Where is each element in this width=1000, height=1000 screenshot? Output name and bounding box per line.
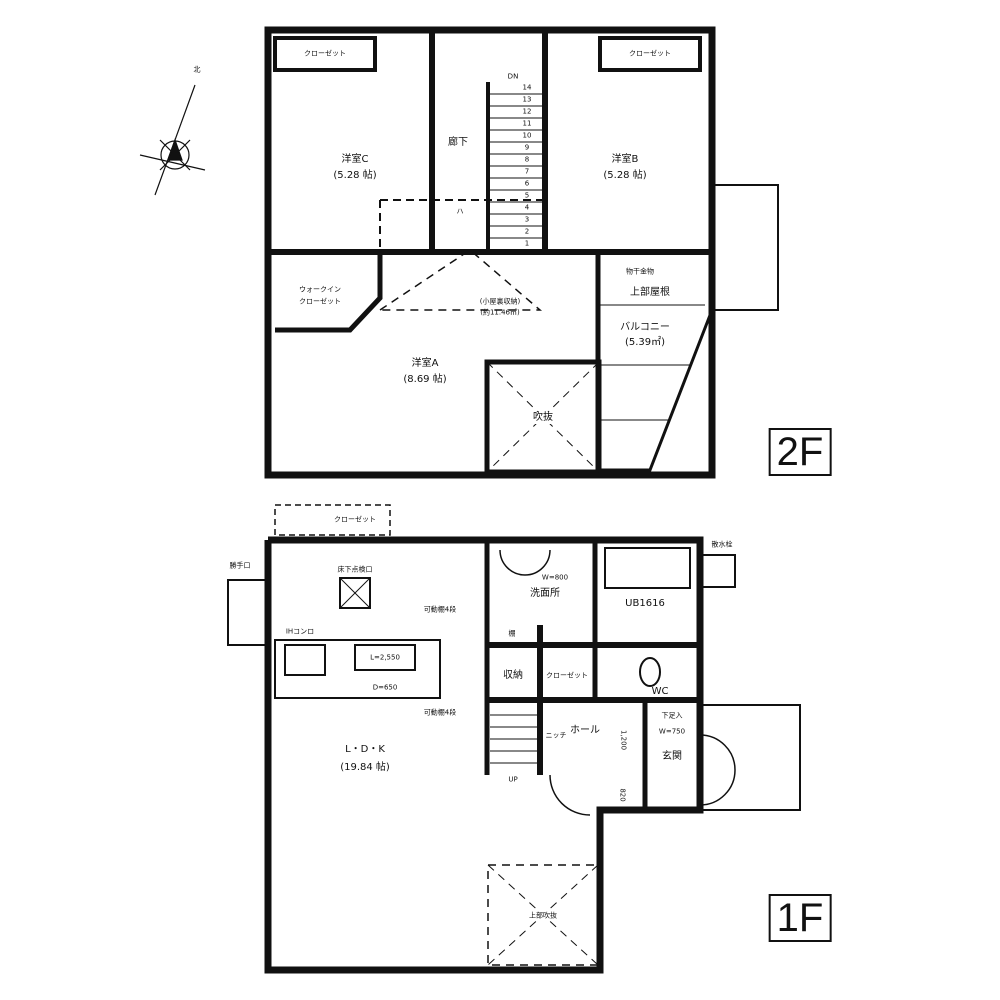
porch-closet-label: クローゼット: [334, 515, 376, 524]
stair-step-number: 8: [524, 155, 530, 164]
balcony-name: バルコニー: [620, 322, 670, 333]
stair-step-number: 10: [522, 131, 532, 140]
washroom-label: 洗面所: [530, 588, 560, 599]
bath-unit-label: UB1616: [625, 598, 665, 609]
underfloor-hatch-label: 床下点検口: [337, 565, 373, 574]
ldk-size: (19.84 帖): [340, 762, 390, 773]
stairs-up-label: UP: [508, 775, 518, 784]
closet-label: クローゼット: [546, 671, 588, 680]
stairs-down-label: DN: [507, 72, 519, 81]
closet-c-label: クローゼット: [304, 49, 346, 58]
ldk-name: L・D・K: [345, 744, 385, 755]
void-label: 吹抜: [533, 412, 553, 424]
floor-2f-label: 2F: [768, 428, 832, 476]
counter-depth-label: D=650: [372, 683, 398, 692]
drying-hardware-label: 物干金物: [626, 267, 654, 276]
passage-width-label: 820: [618, 788, 627, 802]
room-c-size: (5.28 帖): [333, 170, 377, 181]
hallway-label: 廊下: [448, 137, 468, 148]
stair-step-number: 3: [524, 215, 530, 224]
hall-niche-label: ニッチ: [545, 731, 567, 740]
floor2-walls: [264, 26, 779, 479]
floor2-stair-treads: [490, 93, 543, 239]
washroom-width-label: W=800: [541, 573, 569, 582]
storage-label: 収納: [503, 670, 523, 681]
room-a-name: 洋室A: [411, 358, 439, 369]
stair-step-number: 11: [522, 119, 532, 128]
north-label: 北: [193, 65, 201, 74]
walkin-closet-label-2: クローゼット: [299, 297, 341, 306]
movable-shelf-label-2: 可動棚4段: [423, 708, 457, 717]
floor1-walls: [227, 504, 801, 974]
shelf-label: 棚: [508, 629, 516, 638]
room-b-size: (5.28 帖): [603, 170, 647, 181]
hall-label: ホール: [570, 725, 600, 736]
floor1-stair-treads: [490, 714, 538, 764]
entrance-label: 玄関: [662, 751, 682, 762]
attic-hatch-label: ハ: [456, 207, 464, 216]
closet-b-label: クローゼット: [629, 49, 671, 58]
counter-length-label: L=2,550: [370, 653, 400, 662]
upper-void-label: 上部吹抜: [529, 911, 557, 921]
stair-step-number: 2: [524, 227, 530, 236]
hall-width-label: 1,200: [619, 729, 628, 751]
stair-step-number: 12: [522, 107, 532, 116]
floor-1f-label: 1F: [768, 894, 832, 942]
entrance-width-label: W=750: [658, 727, 686, 736]
stair-step-number: 14: [522, 83, 532, 92]
attic-storage-area: (約11.46㎡): [480, 308, 520, 317]
balcony-size: (5.39㎡): [624, 337, 666, 348]
stair-step-number: 1: [524, 239, 530, 248]
movable-shelf-label-1: 可動棚4段: [423, 605, 457, 614]
attic-storage-label: (小屋裏収納): [479, 297, 521, 306]
room-c-name: 洋室C: [341, 154, 369, 165]
room-b-name: 洋室B: [611, 154, 639, 165]
wc-label: WC: [651, 686, 669, 697]
stair-step-number: 7: [524, 167, 530, 176]
shoe-cabinet-label: 下足入: [661, 711, 683, 720]
stair-step-number: 9: [524, 143, 530, 152]
ih-stove-label: IHコンロ: [285, 627, 315, 636]
back-door-label: 勝手口: [229, 561, 251, 570]
faucet-label: 散水栓: [711, 540, 733, 549]
stair-step-number: 6: [524, 179, 530, 188]
stair-step-number: 5: [524, 191, 530, 200]
room-a-size: (8.69 帖): [403, 374, 447, 385]
walkin-closet-label-1: ウォークイン: [299, 285, 341, 294]
stair-step-number: 4: [524, 203, 530, 212]
upper-roof-label: 上部屋根: [630, 287, 670, 298]
stair-step-number: 13: [522, 95, 532, 104]
compass-rose-icon: [139, 84, 206, 196]
